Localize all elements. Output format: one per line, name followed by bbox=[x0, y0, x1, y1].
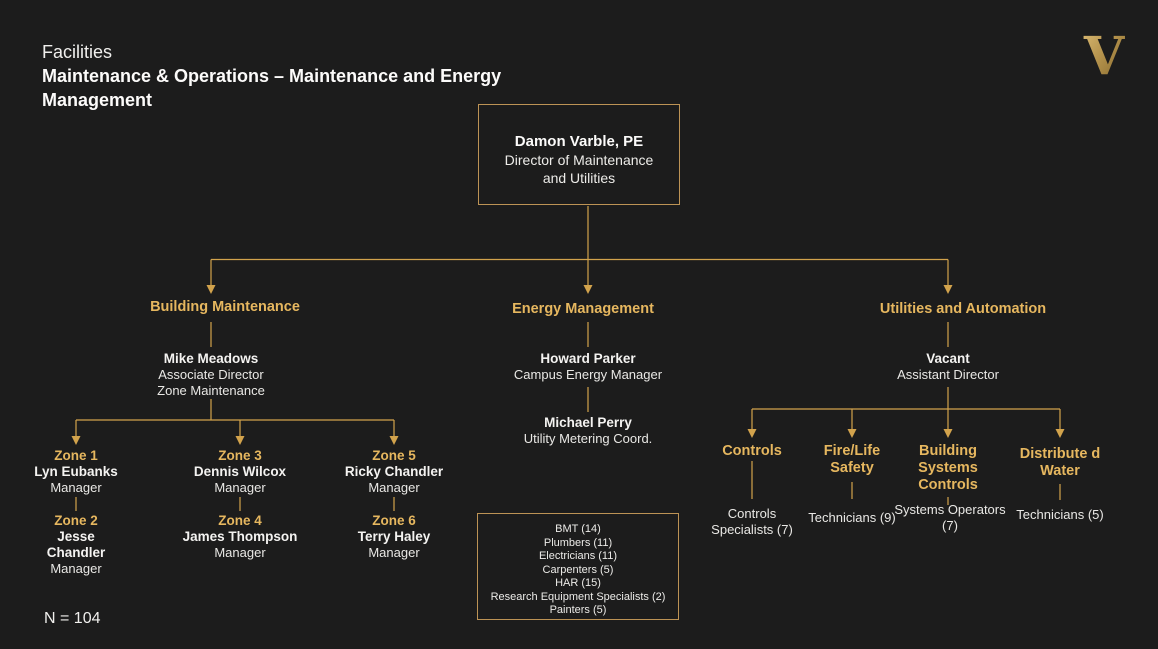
lead-title-line2: Zone Maintenance bbox=[157, 382, 265, 398]
zone-label: Zone 2 bbox=[54, 513, 98, 528]
headcount-footnote: N = 104 bbox=[44, 610, 101, 627]
department-label: Facilities bbox=[42, 42, 113, 62]
lead-title: Assistant Director bbox=[897, 367, 999, 382]
zone-manager-name: Dennis Wilcox bbox=[193, 464, 287, 479]
org-node-zone-4: Zone 4 James Thompson Manager bbox=[175, 513, 305, 561]
org-node-campus-energy-manager: Howard Parker Campus Energy Manager bbox=[498, 351, 678, 383]
zone-manager-title: Manager bbox=[368, 480, 420, 495]
group-heading-building-systems-controls: Building Systems Controls bbox=[918, 443, 978, 493]
pool-item: Research Equipment Specialists (2) bbox=[490, 590, 666, 603]
lead-name: Mike Meadows bbox=[163, 351, 259, 366]
director-name: Damon Varble, PE bbox=[514, 133, 644, 150]
zone-manager-name: Terry Haley bbox=[357, 529, 431, 544]
staff-name: Michael Perry bbox=[544, 415, 632, 430]
pool-item: Carpenters (5) bbox=[542, 563, 614, 576]
zone-label: Zone 5 bbox=[372, 448, 416, 463]
org-node-associate-director: Mike Meadows Associate Director Zone Mai… bbox=[131, 351, 291, 398]
v-logo-icon: V bbox=[1083, 26, 1126, 87]
org-node-zone-3: Zone 3 Dennis Wilcox Manager bbox=[175, 448, 305, 496]
zone-manager-name: Jesse Chandler bbox=[46, 529, 106, 560]
org-node-zone-5: Zone 5 Ricky Chandler Manager bbox=[334, 448, 454, 496]
slide-title: Maintenance & Operations – Maintenance a… bbox=[42, 66, 502, 110]
group-staff-fire-life-technicians: Technicians (9) bbox=[808, 510, 896, 525]
zone-manager-title: Manager bbox=[214, 545, 266, 560]
svg-text:V: V bbox=[1083, 28, 1126, 82]
org-node-director: Damon Varble, PE Director of Maintenance… bbox=[478, 104, 680, 205]
lead-name: Vacant bbox=[926, 351, 970, 366]
zone-label: Zone 1 bbox=[54, 448, 98, 463]
org-node-zone-6: Zone 6 Terry Haley Manager bbox=[334, 513, 454, 561]
group-heading-distributed-water: Distribute d Water bbox=[1019, 446, 1101, 479]
pool-item: BMT (14) bbox=[555, 523, 601, 535]
zone-label: Zone 4 bbox=[218, 513, 262, 528]
zone-manager-title: Manager bbox=[50, 561, 102, 576]
branch-heading-utilities-automation: Utilities and Automation bbox=[879, 301, 1047, 317]
branch-heading-energy-management: Energy Management bbox=[512, 301, 654, 317]
zone-label: Zone 6 bbox=[372, 513, 416, 528]
staff-name: Howard Parker bbox=[540, 351, 636, 366]
staff-title: Campus Energy Manager bbox=[513, 367, 663, 382]
director-title: Director of Maintenance and Utilities bbox=[504, 152, 654, 186]
zone-manager-title: Manager bbox=[214, 480, 266, 495]
group-staff-systems-operators: Systems Operators (7) bbox=[894, 502, 1006, 533]
lead-title-line1: Associate Director bbox=[158, 367, 264, 382]
group-heading-controls: Controls bbox=[722, 443, 782, 459]
group-heading-fire-life-safety: Fire/Life Safety bbox=[823, 443, 881, 476]
pool-item: Plumbers (11) bbox=[543, 536, 613, 549]
group-staff-controls-specialists: Controls Specialists (7) bbox=[711, 506, 793, 537]
group-staff-water-technicians: Technicians (5) bbox=[1016, 507, 1104, 522]
staff-title: Utility Metering Coord. bbox=[523, 431, 653, 446]
branch-heading-building-maintenance: Building Maintenance bbox=[150, 299, 300, 315]
trades-staff-pool-box: BMT (14) Plumbers (11) Electricians (11)… bbox=[477, 513, 679, 620]
org-node-utility-metering-coord: Michael Perry Utility Metering Coord. bbox=[498, 415, 678, 447]
org-node-assistant-director: Vacant Assistant Director bbox=[868, 351, 1028, 383]
zone-manager-name: Ricky Chandler bbox=[344, 464, 444, 479]
zone-manager-name: Lyn Eubanks bbox=[34, 464, 118, 479]
slide-header: Facilities Maintenance & Operations – Ma… bbox=[42, 40, 572, 112]
zone-manager-title: Manager bbox=[50, 480, 102, 495]
pool-item: Electricians (11) bbox=[538, 550, 618, 562]
zone-manager-title: Manager bbox=[368, 545, 420, 560]
zone-manager-name: James Thompson bbox=[182, 529, 298, 544]
org-node-zone-1: Zone 1 Lyn Eubanks Manager bbox=[28, 448, 124, 496]
vanderbilt-logo: V bbox=[1072, 26, 1136, 87]
pool-item: Painters (5) bbox=[549, 604, 607, 616]
zone-label: Zone 3 bbox=[218, 448, 262, 463]
pool-item: HAR (15) bbox=[555, 577, 601, 589]
org-node-zone-2: Zone 2 Jesse Chandler Manager bbox=[31, 513, 121, 577]
